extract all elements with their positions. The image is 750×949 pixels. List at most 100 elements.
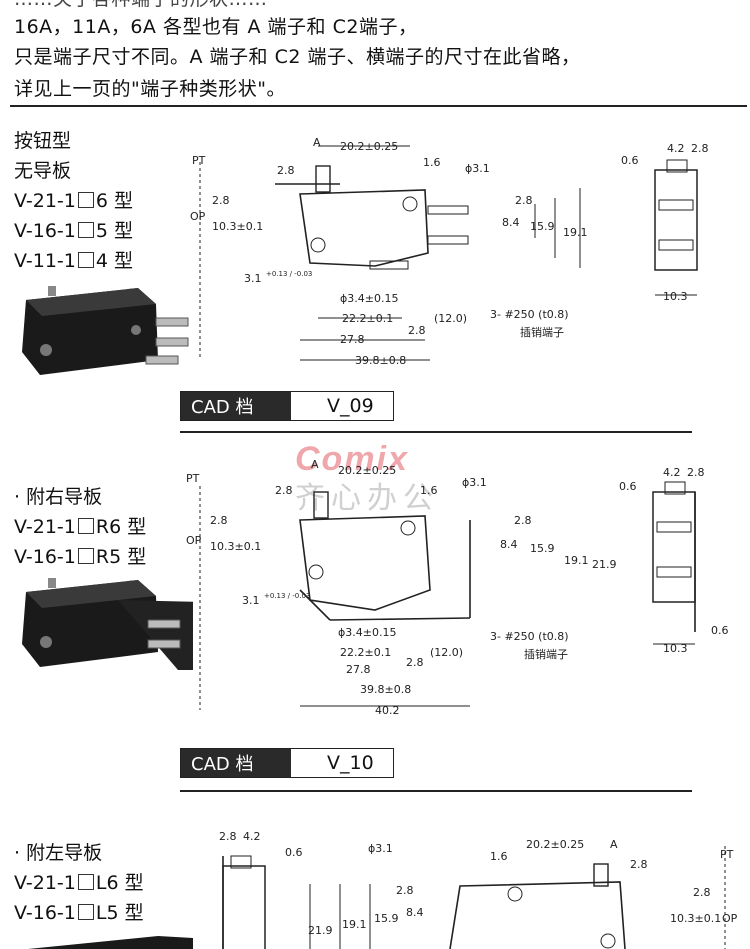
dim-2-8: 2.8 [515,194,533,207]
dim-0-6: 0.6 [285,846,303,859]
cad-label: CAD 档 [181,392,291,420]
dim-pt: PT [192,154,206,167]
divider-section [180,790,692,792]
cad-file-box: CAD 档 V_09 [180,391,394,421]
switch-photo-lever [28,936,193,949]
dim-terminal: 3- #250 (t0.8) [490,630,569,643]
dim-10-3: 10.3 [663,290,688,303]
dim-22-2: 22.2±0.1 [342,312,393,325]
dim-op: OP [190,210,206,223]
dim-2-8: 2.8 [277,164,295,177]
dim-3-1: 3.1 [244,272,262,285]
dimension-drawing-side: ϕ3.1 20.2±0.25 A 1.6 2.8 PT 2.8 2.8 8.4 … [308,838,738,949]
dim-pt: PT [186,472,200,485]
dim-12-0: (12.0) [434,312,467,325]
dim-8-4: 8.4 [500,538,518,551]
dim-2-8: 2.8 [514,514,532,527]
section-3-line-1: · 附左导板 [14,842,103,864]
dim-2-8: 2.8 [275,484,293,497]
dim-21-9: 21.9 [592,558,617,571]
dimension-drawing-side: PT OP A 20.2±0.25 1.6 2.8 2.8 10.3±0.1 3… [190,136,588,367]
switch-photo-lever [22,578,193,670]
dim-21-9: 21.9 [308,924,333,937]
dim-phi-3-1: ϕ3.1 [465,162,490,175]
dim-19-1: 19.1 [564,554,589,567]
dim-39-8: 39.8±0.8 [355,354,406,367]
dim-10-3-tol: 10.3±0.1 [670,912,721,925]
dim-1-6: 1.6 [423,156,441,169]
dim-op: OP [186,534,202,547]
dim-0-6: 0.6 [621,154,639,167]
intro-line-3: 详见上一页的"端子种类形状"。 [14,78,286,100]
dim-27-8: 27.8 [346,663,371,676]
dimension-drawing-end: 2.8 4.2 0.6 [219,830,303,949]
dim-10-3-tol: 10.3±0.1 [212,220,263,233]
dim-20-2: 20.2±0.25 [340,140,398,153]
intro-line-2: 只是端子尺寸不同。A 端子和 C2 端子、横端子的尺寸在此省略， [14,46,581,68]
divider-top [10,105,747,107]
dim-2-8: 2.8 [630,858,648,871]
dim-10-3-tol: 10.3±0.1 [210,540,261,553]
cad-value[interactable]: V_10 [291,749,393,777]
watermark-brand: Comix [295,440,409,478]
dim-4-2: 4.2 [663,466,681,479]
cad-file-box: CAD 档 V_10 [180,748,394,778]
dim-1-6: 1.6 [490,850,508,863]
cad-value[interactable]: V_09 [291,392,393,420]
dim-2-8: 2.8 [396,884,414,897]
dim-2-8: 2.8 [406,656,424,669]
dimension-drawing-end: 0.6 4.2 2.8 0.6 10.3 [619,466,729,655]
dim-12-0: (12.0) [430,646,463,659]
intro-line-1: 16A，11A，6A 各型也有 A 端子和 C2端子， [14,16,418,38]
dim-terminal-cn: 插销端子 [520,325,564,339]
dim-19-1: 19.1 [342,918,367,931]
dim-0-6: 0.6 [619,480,637,493]
dim-2-8: 2.8 [212,194,230,207]
dim-8-4: 8.4 [502,216,520,229]
dim-terminal-cn: 插销端子 [524,647,568,661]
dim-2-8: 2.8 [687,466,705,479]
dim-3-1-tol: +0.13 / -0.03 [264,592,310,600]
dim-8-4: 8.4 [406,906,424,919]
dim-15-9: 15.9 [530,220,555,233]
dim-phi-3-1: ϕ3.1 [368,842,393,855]
dim-op: OP [722,912,738,925]
dim-terminal: 3- #250 (t0.8) [490,308,569,321]
intro-line-0: ……关于各种端子的形状…… [14,0,268,11]
dimension-drawing-end: 0.6 4.2 2.8 10.3 [621,142,709,303]
dim-2-8: 2.8 [691,142,709,155]
dim-phi-3-4: ϕ3.4±0.15 [340,292,398,305]
dim-3-1-tol: +0.13 / -0.03 [266,270,312,278]
dim-4-2: 4.2 [243,830,261,843]
divider-section [180,431,692,433]
watermark-name: 齐心办公 [295,482,439,515]
dim-1-6: 1.6 [420,484,438,497]
dim-2-8: 2.8 [693,886,711,899]
watermark: Comix 齐心办公 [295,440,439,517]
dim-phi-3-1: ϕ3.1 [462,476,487,489]
section-2-line-1: · 附右导板 [14,486,103,508]
dim-20-2: 20.2±0.25 [526,838,584,851]
section-1-line-1: 按钮型 [14,130,72,152]
dim-19-1: 19.1 [563,226,588,239]
dim-40-2: 40.2 [375,704,400,717]
section-1-line-2: 无导板 [14,160,72,182]
dim-phi-3-4: ϕ3.4±0.15 [338,626,396,639]
dim-10-3: 10.3 [663,642,688,655]
dim-2-8: 2.8 [219,830,237,843]
dim-a: A [610,838,618,851]
dim-3-1: 3.1 [242,594,260,607]
dim-39-8: 39.8±0.8 [360,683,411,696]
dim-pt: PT [720,848,734,861]
dim-20-2: 20.2±0.25 [338,464,396,477]
dim-a: A [313,136,321,149]
dim-22-2: 22.2±0.1 [340,646,391,659]
